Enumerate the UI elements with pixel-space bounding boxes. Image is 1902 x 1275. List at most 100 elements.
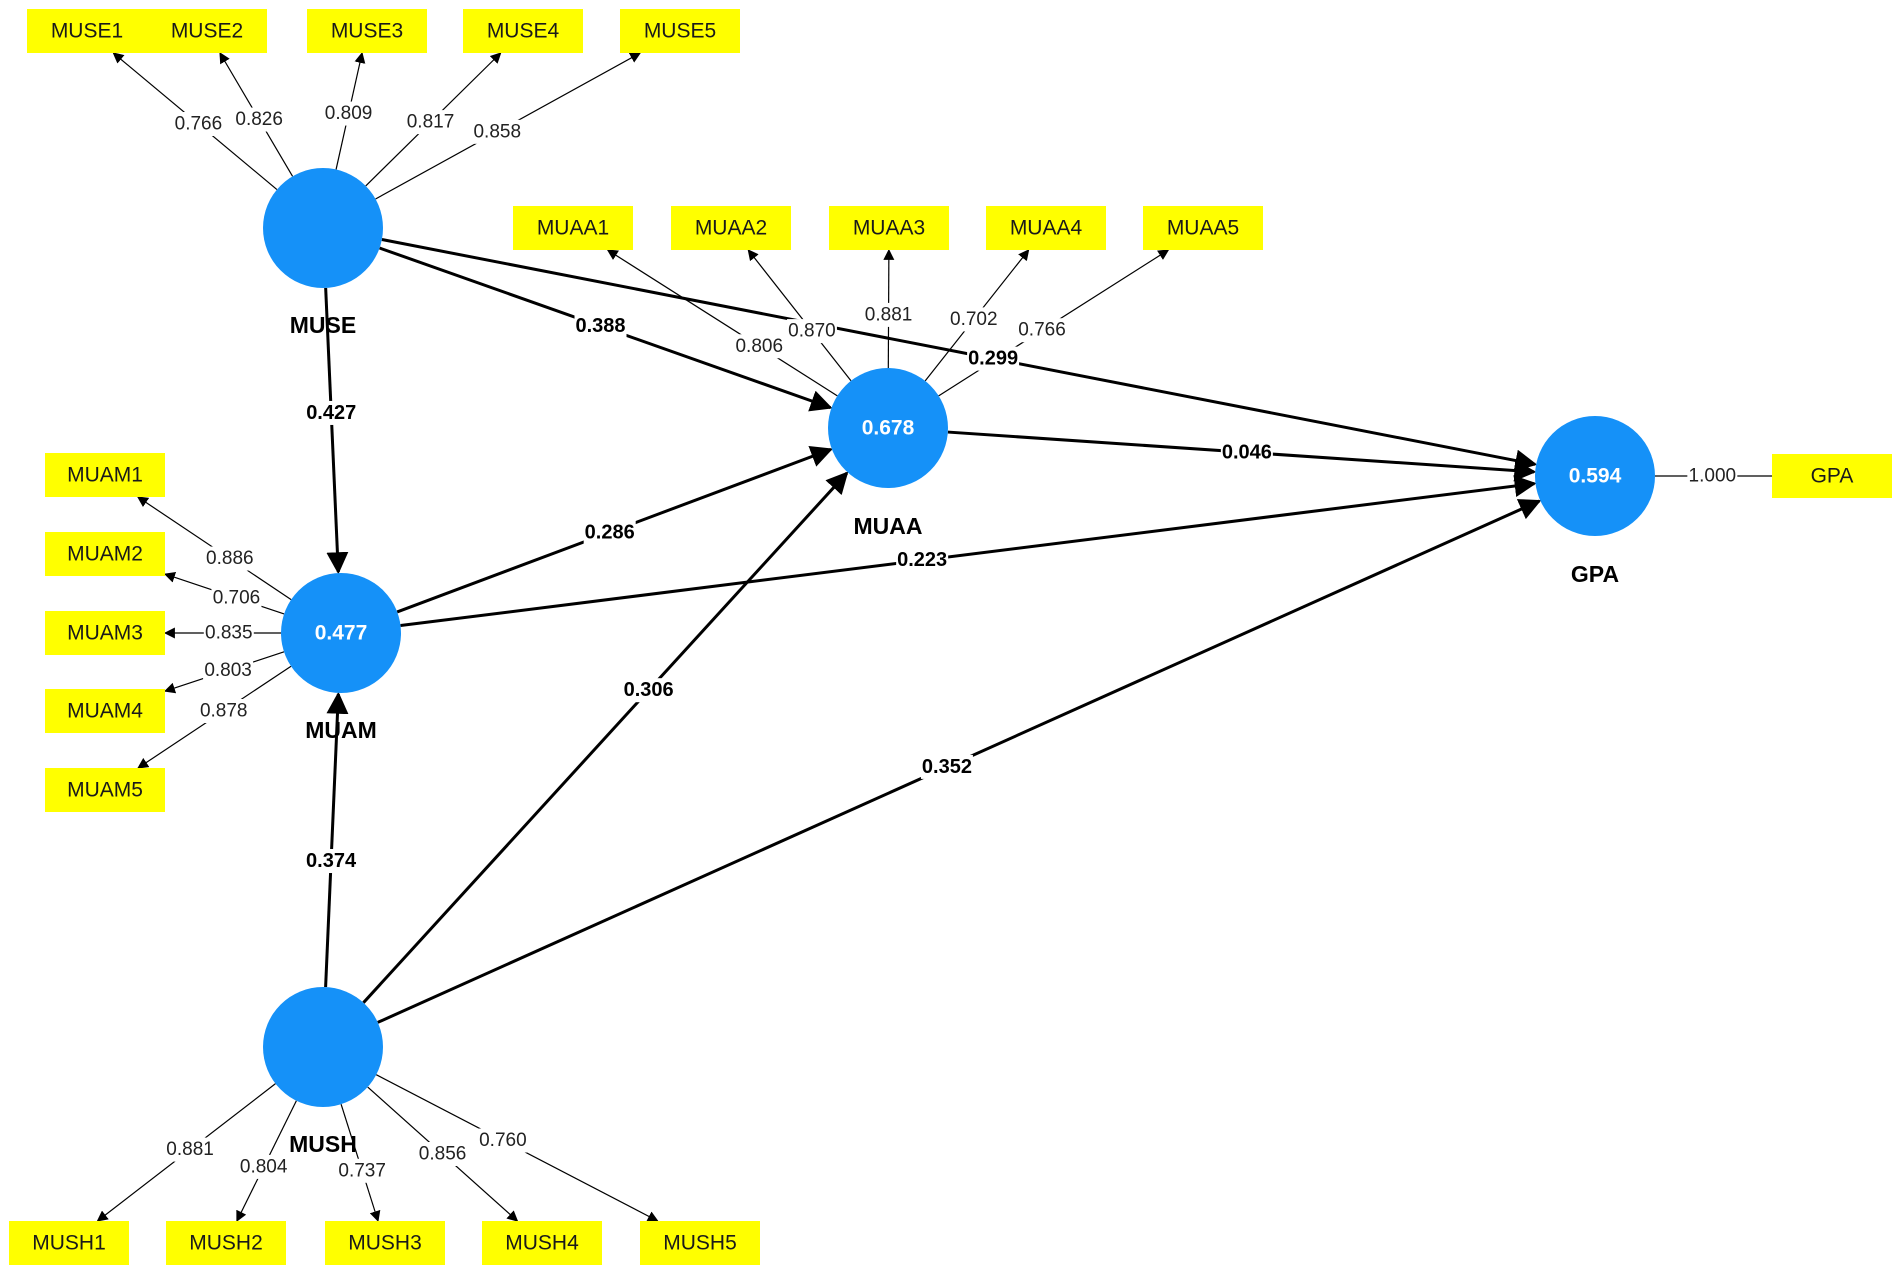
path-coef-muam-muaa-text: 0.286 xyxy=(585,521,635,543)
indicator-mush5[interactable]: MUSH5 xyxy=(640,1221,760,1265)
indicator-muse5[interactable]: MUSE5 xyxy=(620,9,740,53)
latent-name: MUSH xyxy=(289,1131,357,1157)
path-coef-muam-muaa: 0.286 xyxy=(583,520,636,545)
indicator-box[interactable] xyxy=(45,689,165,733)
latent-circle[interactable] xyxy=(281,573,401,693)
indicator-muse3[interactable]: MUSE3 xyxy=(307,9,427,53)
loading-mush5: 0.760 xyxy=(477,1128,528,1153)
indicator-muam1[interactable]: MUAM1 xyxy=(45,453,165,497)
loading-mush5-bg xyxy=(477,1128,528,1153)
indicator-box[interactable] xyxy=(513,206,633,250)
loading-muaa3-bg xyxy=(863,302,914,327)
indicator-mush3[interactable]: MUSH3 xyxy=(325,1221,445,1265)
path-coef-muse-muaa-text: 0.388 xyxy=(575,315,625,337)
latent-muse[interactable]: MUSE xyxy=(263,168,383,338)
indicator-muam3[interactable]: MUAM3 xyxy=(45,611,165,655)
loading-muam2-bg xyxy=(211,586,262,611)
indicator-muse4[interactable]: MUSE4 xyxy=(463,9,583,53)
indicator-muaa3[interactable]: MUAA3 xyxy=(829,206,949,250)
indicator-muam2[interactable]: MUAM2 xyxy=(45,532,165,576)
path-coef-muse-muam-text: 0.427 xyxy=(306,402,356,424)
indicator-box[interactable] xyxy=(325,1221,445,1265)
latent-r-squared: 0.477 xyxy=(315,622,368,645)
indicator-box[interactable] xyxy=(9,1221,129,1265)
path-line-muse-muam xyxy=(324,287,349,575)
indicator-box[interactable] xyxy=(307,9,427,53)
loading-muaa5-bg xyxy=(1017,318,1068,343)
loading-muam4: 0.803 xyxy=(203,658,254,683)
indicator-box[interactable] xyxy=(45,768,165,812)
loading-muse4: 0.817 xyxy=(405,110,456,135)
loading-mush3-text: 0.737 xyxy=(338,1160,386,1181)
indicator-box[interactable] xyxy=(640,1221,760,1265)
loading-muam5: 0.878 xyxy=(198,699,249,724)
indicator-muaa4[interactable]: MUAA4 xyxy=(986,206,1106,250)
path-coef-muam-gpa: 0.223 xyxy=(896,548,949,573)
indicator-box[interactable] xyxy=(620,9,740,53)
indicator-box[interactable] xyxy=(147,9,267,53)
path-coef-muam-gpa-text: 0.223 xyxy=(897,549,947,571)
loading-muaa1-text: 0.806 xyxy=(735,336,783,357)
indicator-box[interactable] xyxy=(45,611,165,655)
loading-muam5-bg xyxy=(198,699,249,724)
path-coef-muaa-gpa-bg xyxy=(1220,440,1273,465)
loading-muaa2: 0.870 xyxy=(786,319,837,344)
path-coef-muse-muam: 0.427 xyxy=(305,400,358,425)
latent-circle[interactable] xyxy=(828,368,948,488)
indicator-box[interactable] xyxy=(1772,454,1892,498)
indicator-box[interactable] xyxy=(27,9,147,53)
path-coef-muse-muaa-bg xyxy=(574,314,627,339)
indicator-mush4[interactable]: MUSH4 xyxy=(482,1221,602,1265)
loading-muam4-bg xyxy=(203,658,254,683)
indicator-muse2[interactable]: MUSE2 xyxy=(147,9,267,53)
indicator-box[interactable] xyxy=(671,206,791,250)
loading-line-muaa2 xyxy=(747,249,852,382)
latent-name: MUAM xyxy=(305,717,377,743)
indicator-muaa1[interactable]: MUAA1 xyxy=(513,206,633,250)
latent-mush[interactable]: MUSH xyxy=(263,987,383,1157)
indicator-box[interactable] xyxy=(482,1221,602,1265)
indicator-label: MUSH1 xyxy=(32,1232,106,1255)
indicator-mush2[interactable]: MUSH2 xyxy=(166,1221,286,1265)
latent-circle[interactable] xyxy=(263,168,383,288)
loading-muse3-text: 0.809 xyxy=(325,103,373,124)
path-line-mush-muam xyxy=(324,691,349,988)
path-coef-muaa-gpa: 0.046 xyxy=(1220,440,1273,465)
loading-muam1: 0.886 xyxy=(204,546,255,571)
indicator-gpa_ind[interactable]: GPA xyxy=(1772,454,1892,498)
loading-muaa2-bg xyxy=(786,319,837,344)
loading-muam3-bg xyxy=(203,621,254,645)
loading-muse2: 0.826 xyxy=(234,107,285,132)
indicator-box[interactable] xyxy=(166,1221,286,1265)
indicator-box[interactable] xyxy=(45,453,165,497)
latent-name: MUAA xyxy=(854,513,923,539)
indicator-label: MUSH5 xyxy=(663,1232,737,1255)
path-coef-mush-gpa: 0.352 xyxy=(920,754,973,779)
latent-circle[interactable] xyxy=(263,987,383,1107)
indicator-label: MUAM1 xyxy=(67,464,143,487)
indicator-muam4[interactable]: MUAM4 xyxy=(45,689,165,733)
indicator-mush1[interactable]: MUSH1 xyxy=(9,1221,129,1265)
indicator-box[interactable] xyxy=(45,532,165,576)
loading-line-muaa1 xyxy=(606,249,838,397)
indicator-box[interactable] xyxy=(986,206,1106,250)
indicator-muam5[interactable]: MUAM5 xyxy=(45,768,165,812)
loading-gpa_ind: 1.000 xyxy=(1687,464,1738,488)
indicator-label: MUSH3 xyxy=(348,1232,422,1255)
indicator-muse1[interactable]: MUSE1 xyxy=(27,9,147,53)
indicator-label: MUAA3 xyxy=(853,217,925,240)
indicator-muaa5[interactable]: MUAA5 xyxy=(1143,206,1263,250)
indicator-box[interactable] xyxy=(829,206,949,250)
latent-circle[interactable] xyxy=(1535,416,1655,536)
loading-mush3: 0.737 xyxy=(337,1158,388,1183)
indicator-muaa2[interactable]: MUAA2 xyxy=(671,206,791,250)
loading-muaa5-text: 0.766 xyxy=(1018,320,1066,341)
latent-r-squared: 0.678 xyxy=(862,417,915,440)
indicator-box[interactable] xyxy=(1143,206,1263,250)
indicator-box[interactable] xyxy=(463,9,583,53)
loading-mush1-bg xyxy=(165,1137,216,1162)
